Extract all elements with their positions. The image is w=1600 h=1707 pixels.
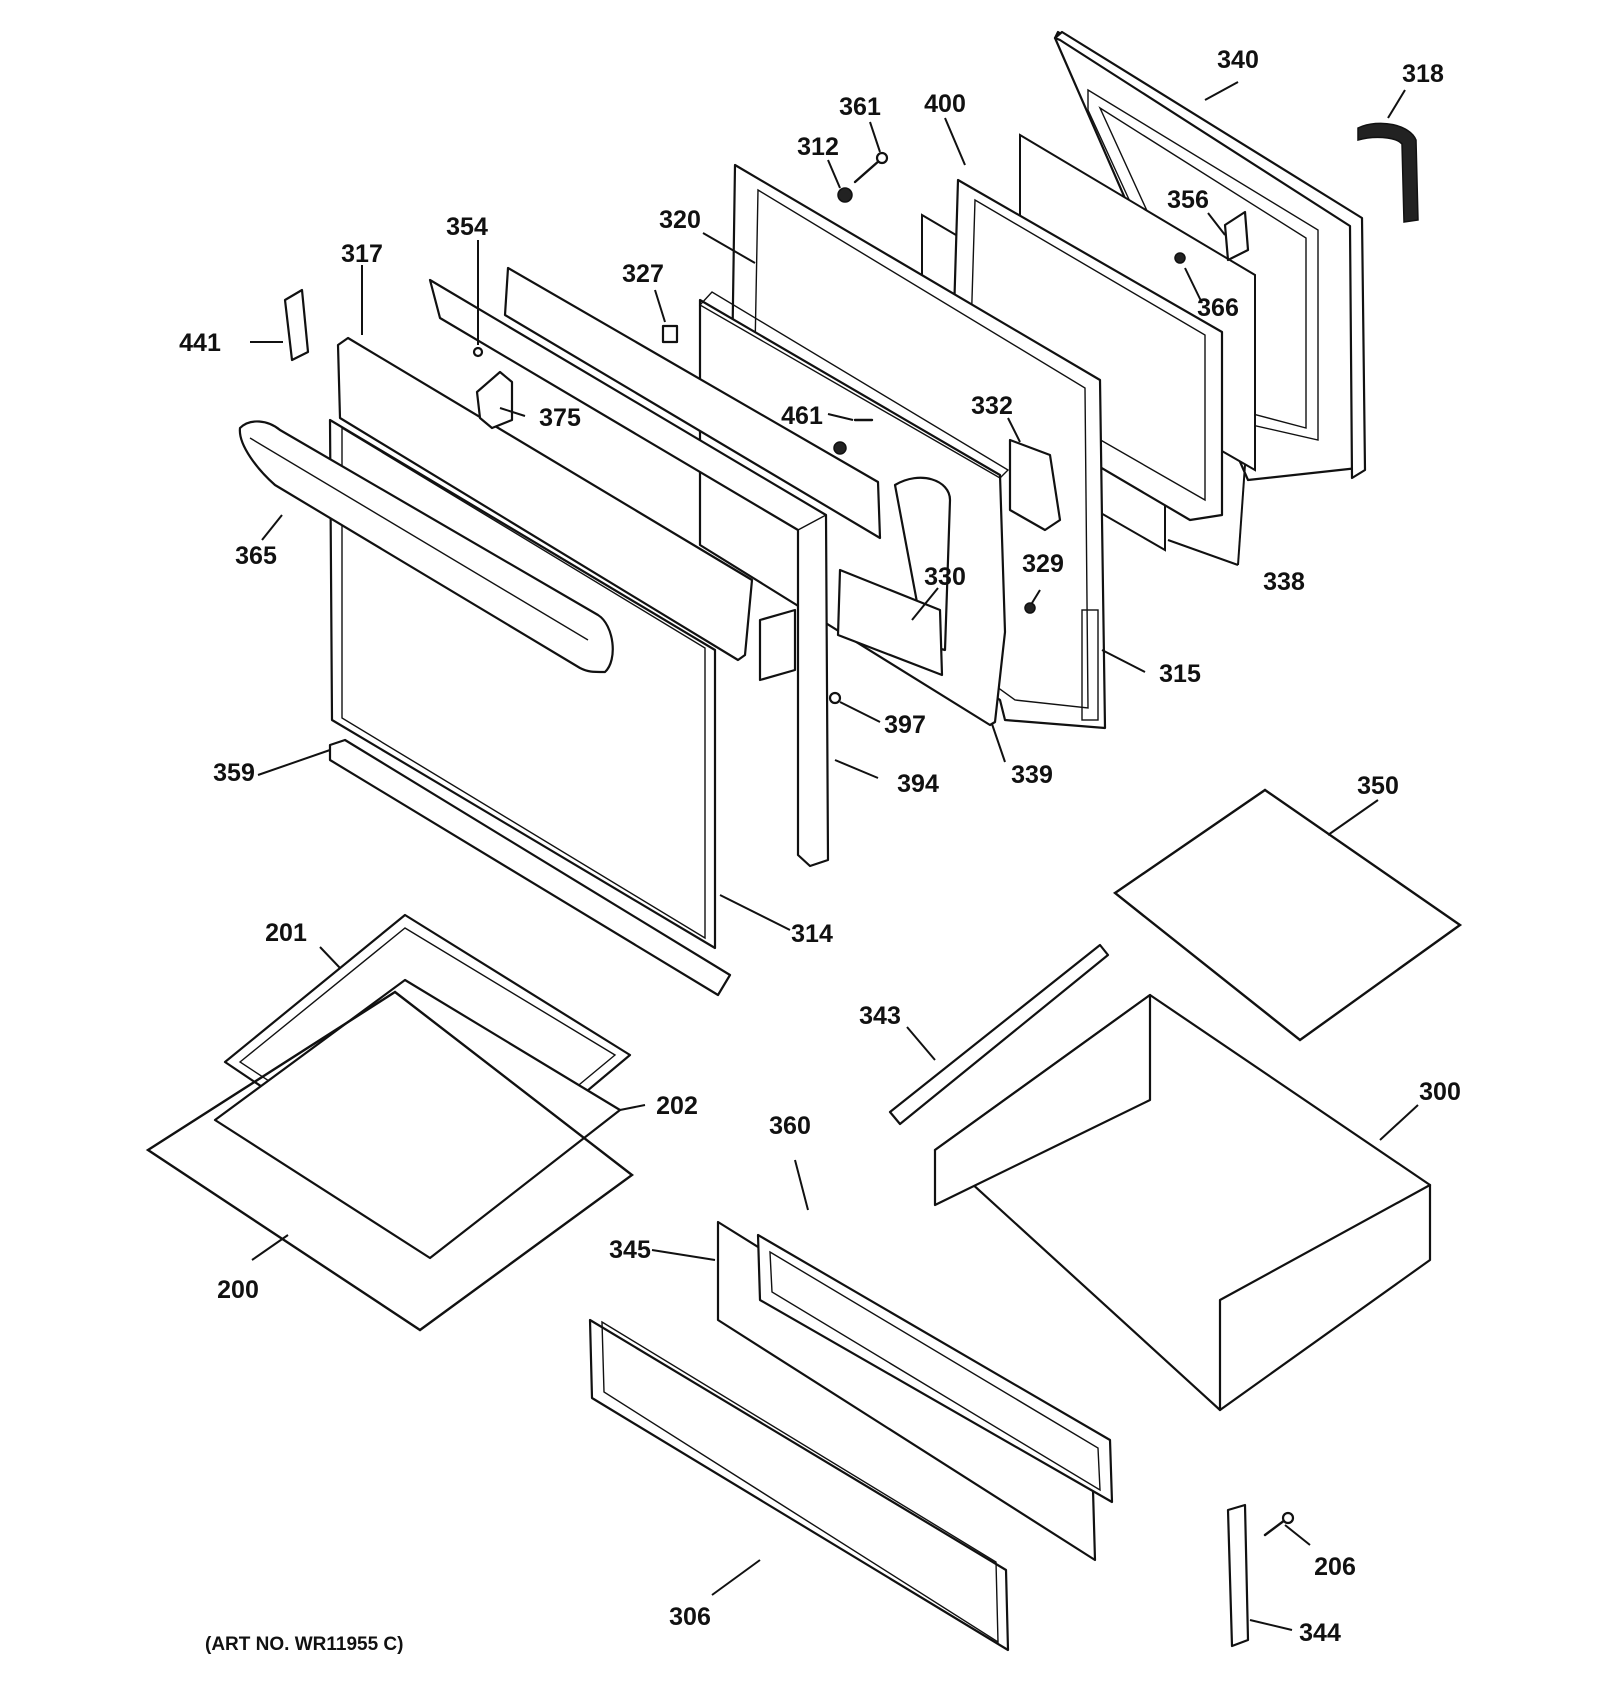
top-trim-317 [336, 336, 754, 662]
screw-354 [472, 346, 484, 358]
label-338: 338 [1263, 568, 1305, 596]
screw-329 [1024, 602, 1036, 614]
label-441: 441 [179, 329, 221, 357]
label-361: 361 [839, 93, 881, 121]
handle-365 [238, 420, 614, 674]
label-356: 356 [1167, 186, 1209, 214]
drawer-frame-360 [756, 1233, 1114, 1504]
label-318: 318 [1402, 60, 1444, 88]
label-340: 340 [1217, 46, 1259, 74]
screw-366 [1174, 252, 1186, 264]
label-327: 327 [622, 260, 664, 288]
clip-356 [1223, 210, 1250, 262]
drawer-body-300 [933, 993, 1432, 1412]
label-329: 329 [1022, 550, 1064, 578]
label-306: 306 [669, 1603, 711, 1631]
label-360: 360 [769, 1112, 811, 1140]
clip-327 [661, 324, 679, 344]
bottom-trim-359 [328, 738, 732, 997]
insulation-332 [1008, 438, 1062, 532]
label-201: 201 [265, 919, 307, 947]
label-350: 350 [1357, 772, 1399, 800]
label-339: 339 [1011, 761, 1053, 789]
label-320: 320 [659, 206, 701, 234]
side-trim-394 [428, 278, 830, 868]
label-354: 354 [446, 213, 488, 241]
bracket-375 [475, 370, 514, 430]
leader-lines [250, 81, 1419, 1631]
label-330: 330 [924, 563, 966, 591]
label-345: 345 [609, 1236, 651, 1264]
label-312: 312 [797, 133, 839, 161]
label-365: 365 [235, 542, 277, 570]
gasket-318 [1357, 122, 1419, 223]
wire-rack-350 [1112, 788, 1463, 1042]
label-314: 314 [791, 920, 833, 948]
label-317: 317 [341, 240, 383, 268]
label-206: 206 [1314, 1553, 1356, 1581]
drawer-front-306 [588, 1318, 1010, 1652]
art-number: (ART NO. WR11955 C) [205, 1634, 403, 1655]
label-202: 202 [656, 1092, 698, 1120]
label-332: 332 [971, 392, 1013, 420]
label-400: 400 [924, 90, 966, 118]
oven-rack-200 [145, 990, 634, 1332]
label-375: 375 [539, 404, 581, 432]
label-343: 343 [859, 1002, 901, 1030]
screw-361 [853, 151, 889, 184]
fastener-312 [837, 187, 853, 203]
strip-330 [836, 568, 944, 677]
label-394: 394 [897, 770, 939, 798]
label-344: 344 [1299, 1619, 1341, 1647]
bracket-441 [283, 288, 310, 362]
screw-461 [833, 418, 874, 455]
part-labels: 340 318 361 400 312 356 320 354 317 327 … [179, 46, 1461, 1655]
rail-343 [888, 943, 1110, 1126]
label-397: 397 [884, 711, 926, 739]
screw-206 [1263, 1511, 1295, 1537]
label-461: 461 [781, 402, 823, 430]
label-366: 366 [1197, 294, 1239, 322]
label-200: 200 [217, 1276, 259, 1304]
label-300: 300 [1419, 1078, 1461, 1106]
screw-397 [828, 691, 842, 705]
vent-piece-320 [503, 266, 882, 540]
slide-344 [1226, 1503, 1250, 1648]
label-359: 359 [213, 759, 255, 787]
label-315: 315 [1159, 660, 1201, 688]
